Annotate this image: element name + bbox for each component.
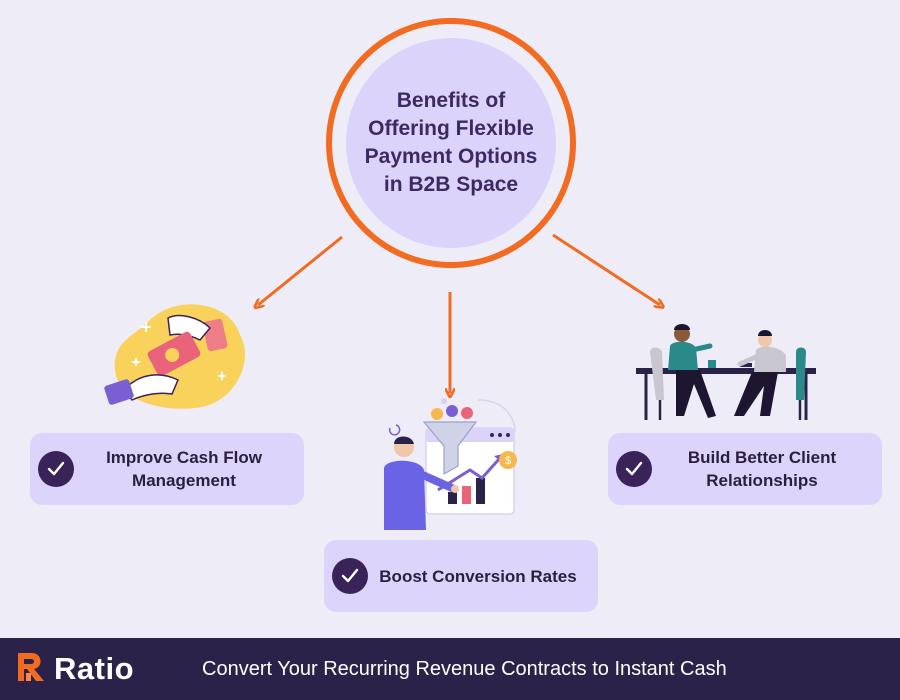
benefit-label: Boost Conversion Rates xyxy=(379,566,577,586)
check-icon xyxy=(616,451,652,487)
footer-bar: Ratio Convert Your Recurring Revenue Con… xyxy=(0,638,900,700)
ratio-logo-icon xyxy=(12,649,48,690)
funnel-growth-icon: $ xyxy=(384,398,517,530)
benefit-label: Build Better Client Relationships xyxy=(687,448,837,490)
money-hand-icon xyxy=(104,304,245,409)
infographic: $ xyxy=(30,18,882,612)
benefit-card-client-relationships: Build Better Client Relationships xyxy=(608,433,882,505)
benefit-label: Improve Cash Flow Management xyxy=(106,448,262,490)
hub-circle: Benefits of Offering Flexible Payment Op… xyxy=(326,18,576,268)
meeting-icon xyxy=(636,324,816,420)
benefit-card-cash-flow: Improve Cash Flow Management xyxy=(30,433,304,505)
svg-text:$: $ xyxy=(505,455,511,467)
brand-name: Ratio xyxy=(54,651,134,686)
connector-art: $ xyxy=(104,233,816,530)
arrow-right xyxy=(552,233,660,305)
benefit-card-conversion: Boost Conversion Rates xyxy=(324,540,598,612)
brand[interactable]: Ratio xyxy=(12,649,190,690)
check-icon xyxy=(332,558,368,594)
hub-title: Benefits of Offering Flexible Payment Op… xyxy=(364,89,538,196)
check-icon xyxy=(38,451,74,487)
hub-inner: Benefits of Offering Flexible Payment Op… xyxy=(346,38,556,248)
footer-tagline: Convert Your Recurring Revenue Contracts… xyxy=(202,657,727,680)
arrow-left xyxy=(258,235,343,305)
